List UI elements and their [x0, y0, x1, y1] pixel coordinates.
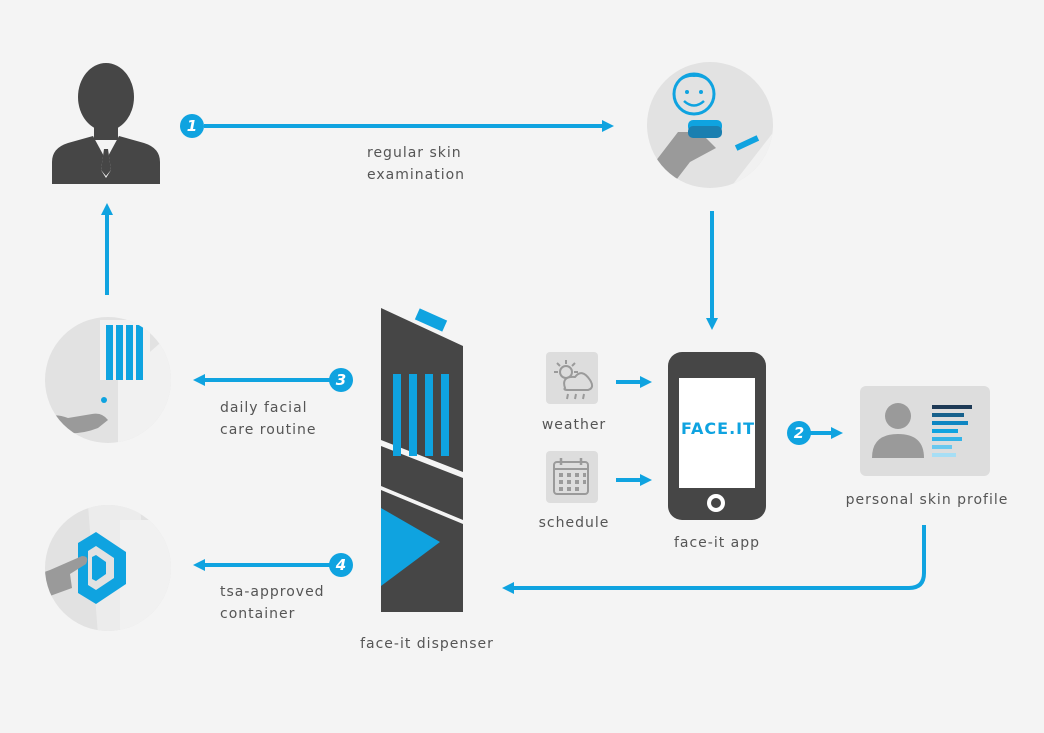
label-line: tsa-approved	[220, 584, 325, 600]
step-badge-4: 4	[329, 553, 353, 577]
step-badge-1: 1	[180, 114, 204, 138]
app-brand: FACE.IT	[680, 419, 756, 438]
dispenser-icon	[381, 303, 463, 612]
arrows	[105, 124, 926, 590]
label-tsa-container: tsa-approved container	[220, 581, 325, 625]
step-badge-3: 3	[329, 368, 353, 392]
profile-card-icon	[860, 386, 990, 476]
label-regular-skin-examination: regular skin examination	[367, 142, 465, 186]
person-icon	[52, 63, 160, 184]
doctor-scan-icon	[647, 62, 773, 188]
label-profile: personal skin profile	[845, 492, 1009, 508]
label-line: regular skin	[367, 145, 462, 161]
calendar-icon	[546, 451, 598, 503]
dispensing-hand-icon	[45, 317, 171, 443]
label-weather: weather	[541, 417, 607, 433]
label-app: face-it app	[673, 535, 761, 551]
container-hand-icon	[45, 505, 171, 631]
label-line: examination	[367, 167, 466, 183]
step-badge-2: 2	[787, 421, 811, 445]
label-schedule: schedule	[538, 515, 610, 531]
weather-icon	[546, 352, 598, 404]
label-line: care routine	[220, 422, 317, 438]
arrowheads	[101, 120, 843, 594]
label-dispenser: face-it dispenser	[360, 636, 494, 652]
label-daily-facial-care: daily facial care routine	[220, 397, 317, 441]
smartphone-icon	[668, 352, 766, 520]
label-line: daily facial	[220, 400, 308, 416]
label-line: container	[220, 606, 296, 622]
arrow-profile-return	[512, 525, 926, 590]
